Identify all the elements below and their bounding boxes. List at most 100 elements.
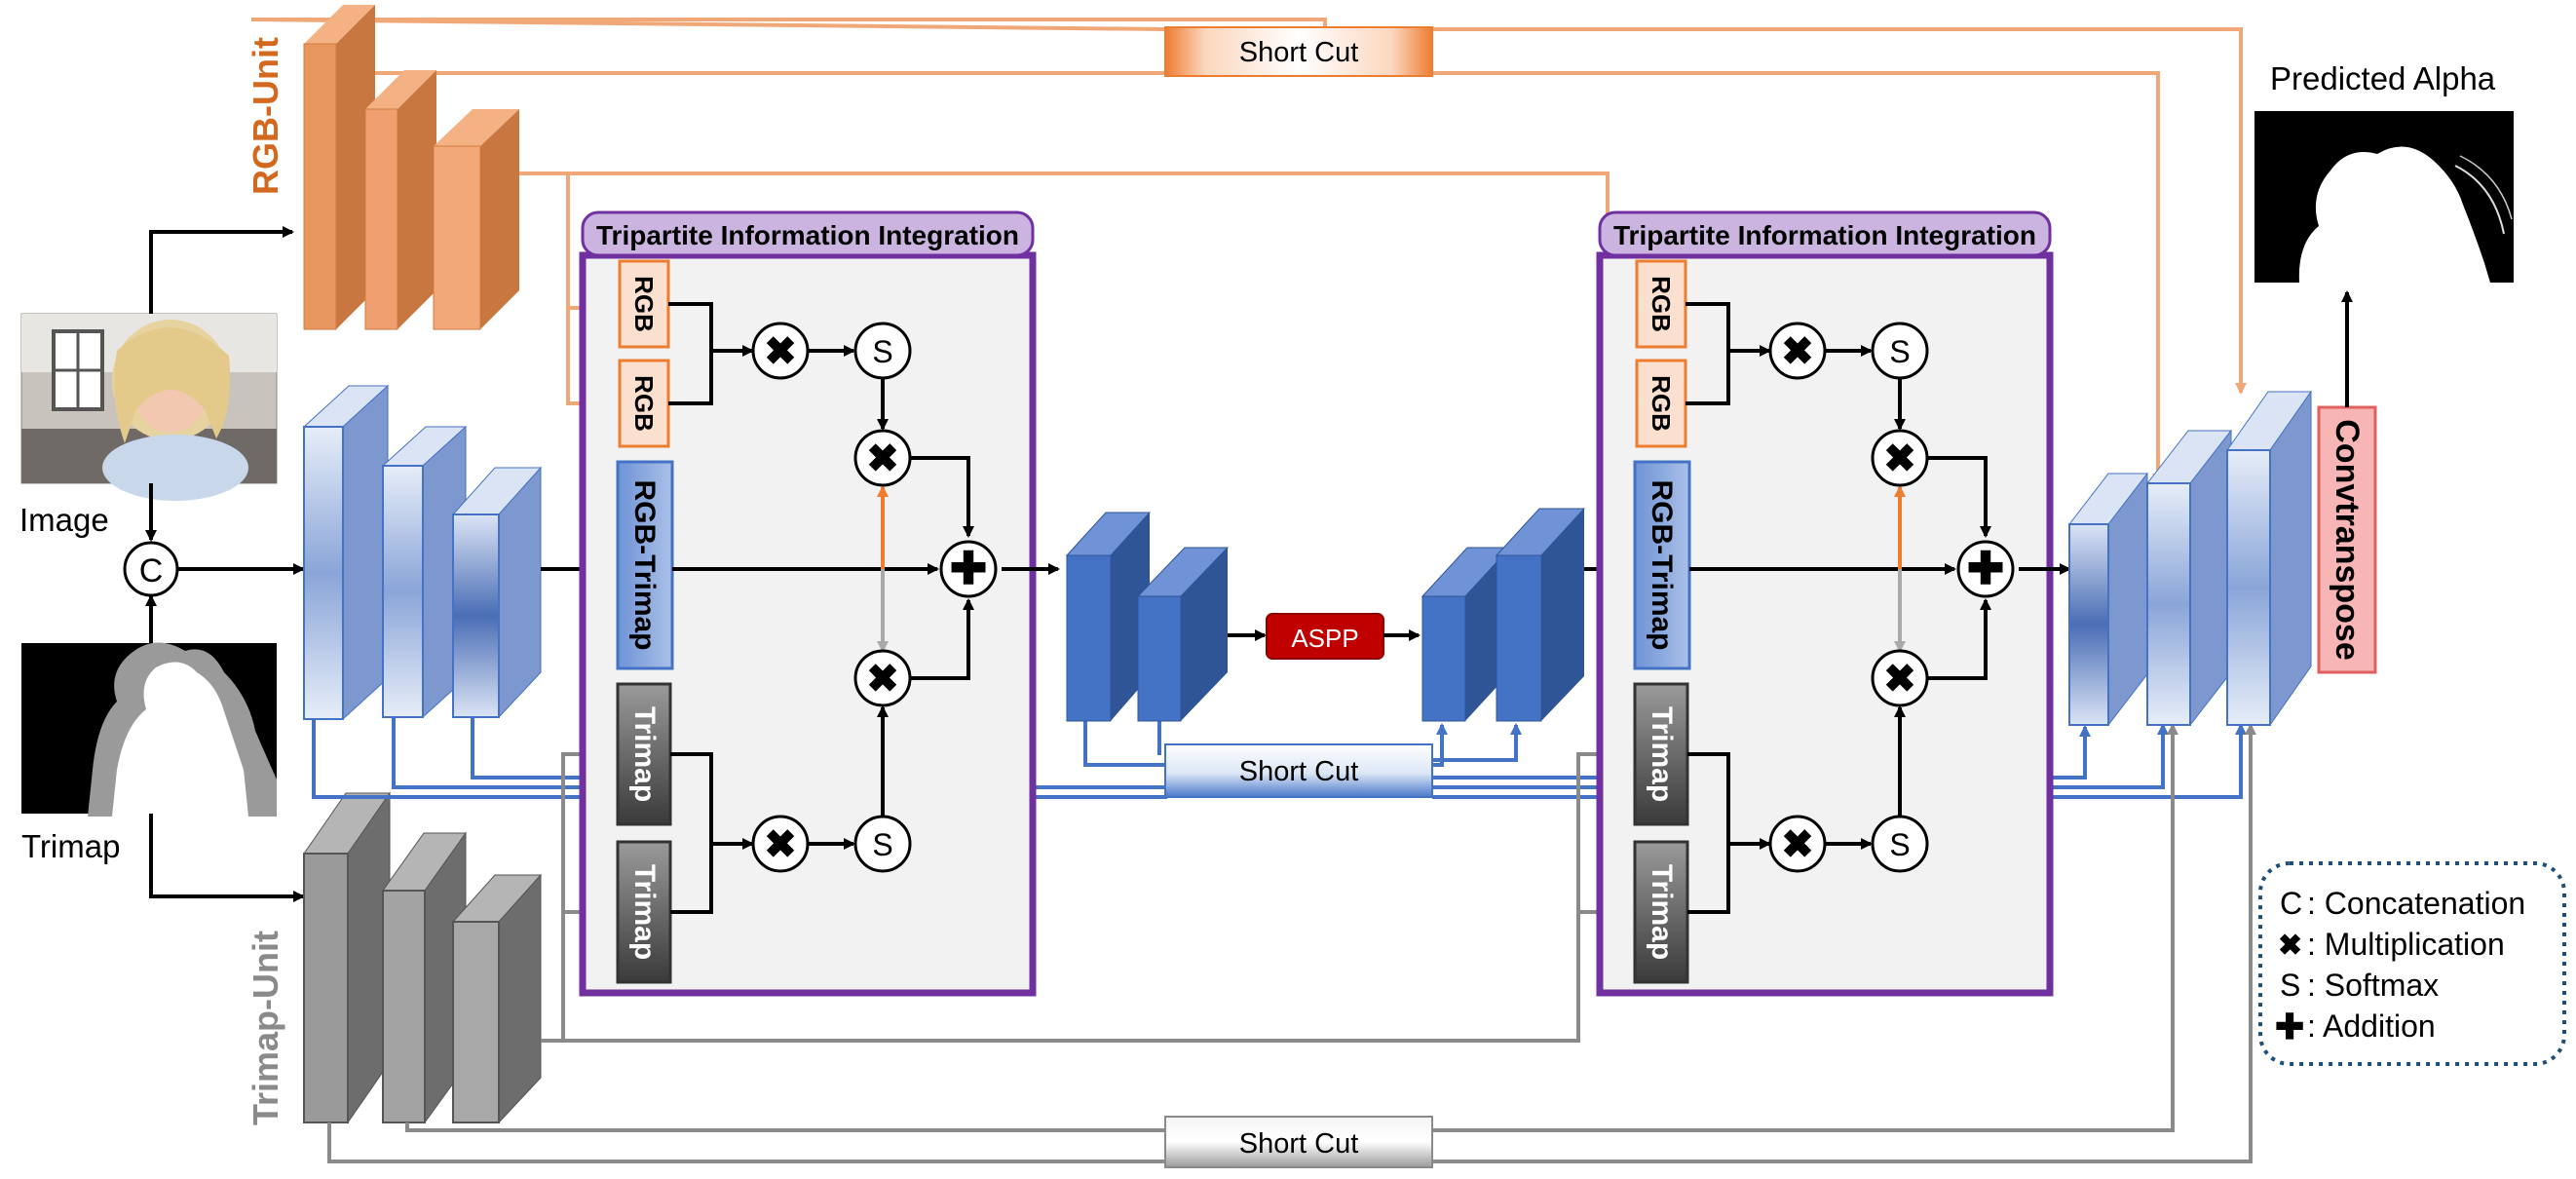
tii-2-rgb-bottom: RGB xyxy=(1635,359,1687,448)
svg-text:RGB: RGB xyxy=(1647,276,1676,332)
legend-softmax: S : Softmax xyxy=(2280,968,2439,1003)
rgb-slab-2 xyxy=(364,70,436,330)
svg-text:S: S xyxy=(1889,334,1910,369)
encoder xyxy=(302,384,543,721)
predicted-alpha-image xyxy=(2254,111,2514,283)
bottleneck: ASPP xyxy=(1065,508,1586,722)
trimap-input-label: Trimap xyxy=(21,828,120,864)
svg-text:RGB: RGB xyxy=(629,375,659,432)
svg-text:Trimap: Trimap xyxy=(628,706,661,802)
tii-1-title: Tripartite Information Integration xyxy=(596,220,1019,250)
svg-text:Trimap: Trimap xyxy=(1646,864,1678,960)
legend-multiply: ✖ : Multiplication xyxy=(2278,927,2505,962)
tii-2-mul-lower: ✖ xyxy=(1871,649,1929,707)
shortcut-top-label: Short Cut xyxy=(1239,37,1359,68)
decoder-slab-2 xyxy=(2145,429,2233,727)
tii-2-mul-upper: ✖ xyxy=(1871,429,1929,487)
svg-text:✚: ✚ xyxy=(1967,543,2005,593)
shortcut-bottom: Short Cut xyxy=(1164,1116,1433,1168)
svg-text:RGB: RGB xyxy=(629,276,659,332)
svg-text:C: C xyxy=(2280,886,2302,921)
svg-text:✖: ✖ xyxy=(764,823,797,866)
tii-1-mul-top: ✖ xyxy=(751,322,810,380)
tii-2-title: Tripartite Information Integration xyxy=(1613,220,2036,250)
bottleneck-slab-1 xyxy=(1065,512,1152,722)
legend: C : Concatenation ✖ : Multiplication S :… xyxy=(2258,861,2566,1066)
input-image xyxy=(20,313,278,501)
bottleneck-slab-2 xyxy=(1136,547,1230,722)
tii-2-add: ✚ xyxy=(1956,540,2015,598)
svg-text:✖: ✖ xyxy=(764,330,797,373)
svg-text:Convtranspose: Convtranspose xyxy=(2329,419,2366,661)
tii-1-mul-upper: ✖ xyxy=(853,429,912,487)
svg-text:: Addition: : Addition xyxy=(2307,1008,2436,1044)
multiply-icon: ✖ xyxy=(2278,930,2302,962)
rgb-unit: RGB-Unit xyxy=(246,5,519,330)
svg-text:: Multiplication: : Multiplication xyxy=(2307,927,2505,962)
svg-text:S: S xyxy=(1889,827,1910,862)
tii-1-softmax-top: S xyxy=(853,322,912,380)
tii-2-mul-top: ✖ xyxy=(1768,322,1827,380)
svg-text:RGB-Trimap: RGB-Trimap xyxy=(1646,479,1678,650)
svg-text:C: C xyxy=(139,552,164,590)
trimap-unit-label: Trimap-Unit xyxy=(246,931,285,1125)
svg-text:✖: ✖ xyxy=(1883,437,1916,480)
svg-text:: Softmax: : Softmax xyxy=(2307,968,2439,1003)
tii-1-add: ✚ xyxy=(939,540,998,598)
svg-text:RGB-Trimap: RGB-Trimap xyxy=(628,479,661,650)
concat-node: C xyxy=(123,541,179,597)
trimap-slab-1 xyxy=(303,791,391,1124)
aspp-block: ASPP xyxy=(1266,613,1384,660)
legend-concat: C : Concatenation xyxy=(2280,886,2525,921)
legend-add: ✚ : Addition xyxy=(2275,1007,2436,1046)
shortcut-middle: Short Cut xyxy=(1164,743,1433,798)
tii-1-rgb-bottom: RGB xyxy=(618,359,670,448)
encoder-slab-3 xyxy=(451,466,543,719)
svg-text:✖: ✖ xyxy=(1781,823,1814,866)
tii-2-trimap-top: Trimap xyxy=(1633,682,1689,826)
svg-text:✚: ✚ xyxy=(950,543,988,593)
rgb-slab-3 xyxy=(433,109,519,330)
tii-block-2: Tripartite Information Integration RGB R… xyxy=(1596,210,2071,997)
trimap-slab-3 xyxy=(451,873,543,1124)
input-arrows xyxy=(145,226,305,902)
input-trimap xyxy=(21,642,277,817)
decoder-slab-3 xyxy=(2226,390,2312,727)
tii-2-trimap-bottom: Trimap xyxy=(1633,840,1689,984)
svg-text:S: S xyxy=(2280,968,2300,1003)
tii-2-softmax-bottom: S xyxy=(1871,815,1929,873)
svg-text:RGB: RGB xyxy=(1647,375,1676,432)
svg-text:ASPP: ASPP xyxy=(1291,624,1358,653)
predicted-alpha-label: Predicted Alpha xyxy=(2270,60,2496,96)
tii-2-softmax-top: S xyxy=(1871,322,1929,380)
tii-1-trimap-bottom: Trimap xyxy=(616,840,672,984)
tii-1-mul-bottom: ✖ xyxy=(751,815,810,873)
svg-text:S: S xyxy=(872,827,892,862)
svg-text:S: S xyxy=(872,334,892,369)
trimap-unit: Trimap-Unit xyxy=(246,791,543,1125)
svg-text:: Concatenation: : Concatenation xyxy=(2307,886,2525,921)
svg-text:✖: ✖ xyxy=(1781,330,1814,373)
encoder-slab-1 xyxy=(302,384,390,721)
svg-text:Trimap: Trimap xyxy=(1646,706,1678,802)
bottleneck-slab-4 xyxy=(1495,508,1586,722)
tii-2-rgb-top: RGB xyxy=(1635,259,1687,349)
tii-1-rgb-top: RGB xyxy=(618,259,670,349)
svg-text:✖: ✖ xyxy=(866,437,899,480)
shortcut-top: Short Cut xyxy=(1164,26,1433,77)
shortcut-middle-label: Short Cut xyxy=(1239,756,1359,787)
shortcut-bottom-label: Short Cut xyxy=(1239,1128,1359,1160)
decoder xyxy=(2067,390,2312,727)
rgb-unit-label: RGB-Unit xyxy=(246,37,285,195)
rgb-slab-1 xyxy=(303,5,375,330)
tii-2-mul-bottom: ✖ xyxy=(1768,815,1827,873)
tii-1-softmax-bottom: S xyxy=(853,815,912,873)
add-icon: ✚ xyxy=(2275,1007,2304,1046)
tii-1-rgb-trimap: RGB-Trimap xyxy=(616,460,674,670)
tii-2-rgb-trimap: RGB-Trimap xyxy=(1633,460,1691,670)
tii-block-1: Tripartite Information Integration RGB R… xyxy=(579,210,1060,997)
tii-1-trimap-top: Trimap xyxy=(616,682,672,826)
svg-text:Trimap: Trimap xyxy=(628,864,661,960)
tii-1-mul-lower: ✖ xyxy=(853,649,912,707)
